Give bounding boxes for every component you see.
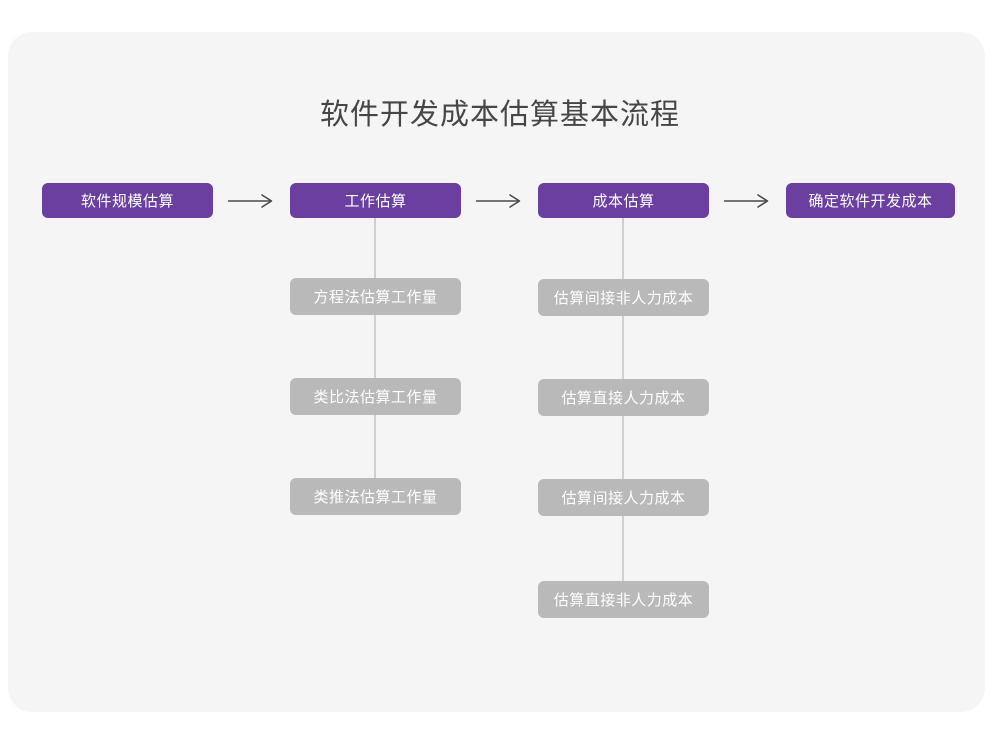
connector-stage2-sub2-to-sub3 [374, 415, 376, 478]
connector-stage2-to-sub1 [374, 218, 376, 278]
connector-stage2-sub1-to-sub2 [374, 315, 376, 378]
flow-arrow-2-to-3 [474, 191, 526, 211]
flow-node-stage-1[interactable]: 软件规模估算 [42, 183, 213, 218]
sub-node-stage-2-2[interactable]: 类比法估算工作量 [290, 378, 461, 415]
connector-stage3-sub2-to-sub3 [622, 416, 624, 479]
sub-node-stage-3-3[interactable]: 估算间接人力成本 [538, 479, 709, 516]
flow-arrow-1-to-2 [226, 191, 278, 211]
connector-stage3-sub1-to-sub2 [622, 316, 624, 379]
sub-node-stage-3-4[interactable]: 估算直接非人力成本 [538, 581, 709, 618]
sub-node-stage-3-1[interactable]: 估算间接非人力成本 [538, 279, 709, 316]
sub-node-stage-2-1[interactable]: 方程法估算工作量 [290, 278, 461, 315]
flow-node-stage-4[interactable]: 确定软件开发成本 [786, 183, 955, 218]
flow-node-stage-2[interactable]: 工作估算 [290, 183, 461, 218]
connector-stage3-to-sub1 [622, 218, 624, 279]
content-card [8, 32, 985, 712]
sub-node-stage-3-2[interactable]: 估算直接人力成本 [538, 379, 709, 416]
flow-node-stage-3[interactable]: 成本估算 [538, 183, 709, 218]
page-title: 软件开发成本估算基本流程 [319, 99, 680, 131]
connector-stage3-sub3-to-sub4 [622, 516, 624, 581]
flow-arrow-3-to-4 [722, 191, 774, 211]
sub-node-stage-2-3[interactable]: 类推法估算工作量 [290, 478, 461, 515]
